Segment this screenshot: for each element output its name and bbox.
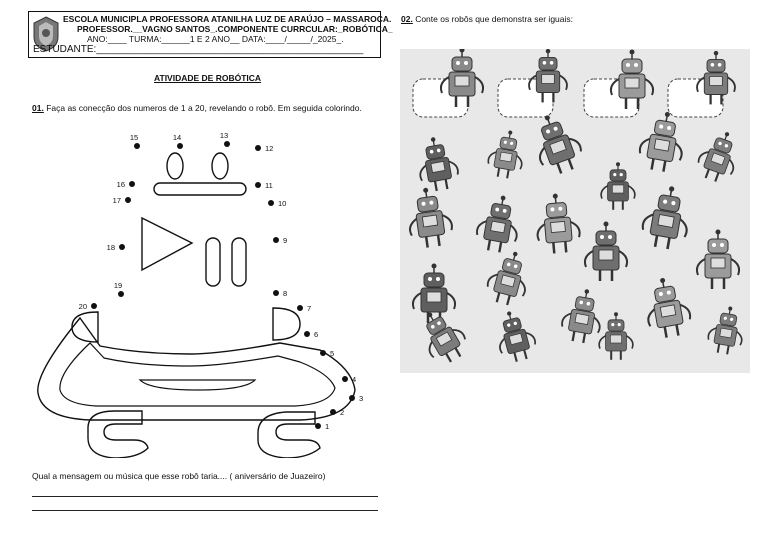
- robot-icon-4: [696, 50, 736, 105]
- teacher-line: PROFESSOR.__VAGNO SANTOS_.COMPONENTE CUR…: [77, 24, 393, 34]
- question-1: 01. Faça as conecção dos numeros de 1 a …: [32, 103, 372, 113]
- question-1-number: 01.: [32, 103, 44, 113]
- robot-icon-1: [439, 47, 485, 107]
- dot-label-7: 7: [307, 304, 311, 313]
- dot-18: [119, 244, 125, 250]
- dot-4: [342, 376, 348, 382]
- robot-pause-bar-left: [205, 237, 221, 287]
- dot-label-20: 20: [79, 302, 87, 311]
- school-name: ESCOLA MUNICIPLA PROFESSORA ATANILHA LUZ…: [63, 14, 392, 24]
- robot-icon-3: [609, 49, 655, 109]
- question-2-text: Conte os robôs que demonstra ser iguais:: [412, 14, 573, 24]
- dot-9: [273, 237, 279, 243]
- robots-counting-panel: [400, 47, 750, 373]
- robots-illustration: [409, 47, 743, 363]
- dot-label-10: 10: [278, 199, 286, 208]
- dot-label-18: 18: [107, 243, 115, 252]
- robot-icon-14: [641, 186, 688, 250]
- dot-7: [297, 305, 303, 311]
- dot-label-1: 1: [325, 422, 329, 431]
- robot-icon-12: [476, 195, 518, 253]
- dot-label-4: 4: [352, 375, 356, 384]
- robot-eye-right: [211, 152, 229, 180]
- dot-5: [320, 350, 326, 356]
- robot-icon-2: [528, 48, 568, 103]
- robot-icon-19: [426, 312, 466, 363]
- robot-icon-20: [499, 311, 537, 362]
- robot-icon-15: [411, 263, 457, 323]
- dot-label-2: 2: [340, 408, 344, 417]
- robot-icon-22: [598, 312, 634, 360]
- dot-11: [255, 182, 261, 188]
- robot-icon-17: [583, 221, 629, 281]
- answer-line-1[interactable]: [32, 496, 378, 497]
- answer-line-2[interactable]: [32, 510, 378, 511]
- dot-8: [273, 290, 279, 296]
- dot-3: [349, 395, 355, 401]
- dot-1: [315, 423, 321, 429]
- robot-bumper: [138, 379, 257, 391]
- robot-icon-21: [561, 289, 601, 344]
- dot-20: [91, 303, 97, 309]
- dot-12: [255, 145, 261, 151]
- robot-icon-10: [600, 162, 636, 210]
- dot-label-16: 16: [117, 180, 125, 189]
- dot-14: [177, 143, 183, 149]
- school-header: ESCOLA MUNICIPLA PROFESSORA ATANILHA LUZ…: [28, 11, 393, 58]
- dot-label-6: 6: [314, 330, 318, 339]
- school-seal-icon: [33, 16, 59, 52]
- robot-icon-8: [638, 111, 683, 172]
- dot-13: [224, 141, 230, 147]
- dot-6: [304, 331, 310, 337]
- dot-label-11: 11: [265, 181, 273, 190]
- class-line: ANO:____ TURMA:______1 E 2 ANO__ DATA:__…: [87, 34, 344, 44]
- robot-mouth: [153, 182, 247, 196]
- dot-label-5: 5: [330, 349, 334, 358]
- robot-icon-23: [647, 277, 692, 338]
- dot-16: [129, 181, 135, 187]
- question-2: 02. Conte os robôs que demonstra ser igu…: [401, 14, 573, 24]
- robot-arm-right: [272, 307, 301, 341]
- dot-label-17: 17: [113, 196, 121, 205]
- dot-2: [330, 409, 336, 415]
- robot-pause-bar-right: [231, 237, 247, 287]
- robot-icon-11: [409, 187, 453, 248]
- robot-icon-5: [419, 137, 459, 192]
- robot-icon-18: [695, 229, 741, 289]
- robot-wheel-left: [87, 410, 149, 458]
- dot-10: [268, 200, 274, 206]
- question-1-text: Faça as conecção dos numeros de 1 a 20, …: [43, 103, 362, 113]
- robot-message-question: Qual a mensagem ou música que esse robô …: [32, 471, 326, 481]
- question-2-number: 02.: [401, 14, 413, 24]
- dot-15: [134, 143, 140, 149]
- dot-label-3: 3: [359, 394, 363, 403]
- robot-icon-9: [697, 132, 735, 182]
- robot-play-triangle: [141, 216, 194, 272]
- robot-wheel-right: [257, 411, 321, 458]
- dot-19: [118, 291, 124, 297]
- dot-label-13: 13: [220, 131, 228, 140]
- robot-icon-6: [487, 130, 523, 179]
- robot-icon-24: [707, 306, 743, 355]
- robot-icon-7: [538, 115, 582, 174]
- student-line: ESTUDANTE:______________________________…: [33, 44, 364, 55]
- robot-icon-13: [536, 193, 581, 254]
- robot-icon-16: [486, 251, 526, 306]
- dot-label-15: 15: [130, 133, 138, 142]
- dot-label-19: 19: [114, 281, 122, 290]
- dot-17: [125, 197, 131, 203]
- activity-title: ATIVIDADE DE ROBÓTICA: [154, 73, 262, 83]
- dot-label-8: 8: [283, 289, 287, 298]
- dot-label-12: 12: [265, 144, 273, 153]
- robot-body-inner: [59, 342, 336, 407]
- robot-eye-left: [166, 152, 184, 180]
- dot-label-14: 14: [173, 133, 181, 142]
- dot-label-9: 9: [283, 236, 287, 245]
- robot-body-outer: [37, 316, 356, 421]
